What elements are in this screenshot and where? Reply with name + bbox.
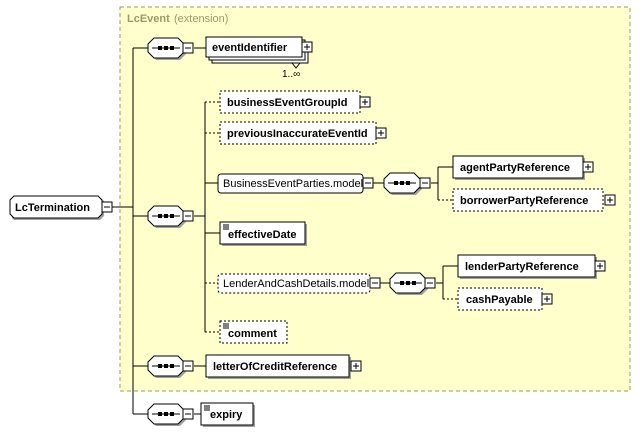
lender-and-cash-details-model-label: LenderAndCashDetails.model	[223, 278, 369, 290]
root-element[interactable]: LcTermination	[9, 195, 104, 220]
business-event-group-id-expand-icon[interactable]	[359, 96, 371, 108]
element-expiry[interactable]: expiry	[200, 402, 255, 427]
element-business-event-group-id[interactable]: businessEventGroupId	[219, 90, 361, 114]
sequence-1-collapse-icon[interactable]	[182, 42, 194, 54]
sequence-4-collapse-icon[interactable]	[182, 408, 194, 420]
business-event-group-id-label: businessEventGroupId	[227, 97, 347, 109]
element-lender-party-reference[interactable]: lenderPartyReference	[457, 254, 597, 279]
expiry-label: expiry	[210, 409, 243, 421]
business-event-parties-model-label: BusinessEventParties.model	[223, 178, 363, 190]
effective-date-label: effectiveDate	[228, 229, 296, 241]
event-identifier-cardinality: 1..∞	[282, 69, 300, 80]
sequence-compositor-6[interactable]	[389, 272, 429, 296]
cash-payable-expand-icon[interactable]	[541, 293, 553, 305]
comment-label: comment	[228, 328, 277, 340]
previous-inaccurate-event-id-expand-icon[interactable]	[375, 127, 387, 139]
element-event-identifier[interactable]: eventIdentifier	[205, 36, 309, 64]
letter-of-credit-reference-label: letterOfCreditReference	[213, 361, 337, 373]
main-connectors	[112, 47, 458, 415]
sequence-2-collapse-icon[interactable]	[182, 210, 194, 222]
element-previous-inaccurate-event-id[interactable]: previousInaccurateEventId	[219, 121, 377, 145]
group-lender-and-cash-details-model[interactable]: LenderAndCashDetails.model	[217, 273, 371, 294]
group-business-event-parties-model[interactable]: BusinessEventParties.model	[217, 173, 364, 194]
element-effective-date[interactable]: effectiveDate	[219, 221, 307, 246]
agent-party-reference-label: agentPartyReference	[460, 162, 570, 174]
sequence-3-collapse-icon[interactable]	[182, 360, 194, 372]
sequence-compositor-3[interactable]	[147, 355, 187, 379]
element-letter-of-credit-reference[interactable]: letterOfCreditReference	[205, 354, 351, 379]
root-collapse-icon[interactable]	[101, 201, 113, 213]
element-comment[interactable]: comment	[219, 320, 288, 344]
sequence-compositor-4[interactable]	[147, 403, 187, 427]
business-event-parties-collapse-icon[interactable]	[362, 177, 374, 189]
letter-of-credit-reference-expand-icon[interactable]	[350, 360, 362, 372]
borrower-party-reference-label: borrowerPartyReference	[460, 195, 588, 207]
sequence-compositor-2[interactable]	[147, 205, 187, 229]
element-agent-party-reference[interactable]: agentPartyReference	[452, 155, 585, 180]
lender-and-cash-details-collapse-icon[interactable]	[369, 277, 381, 289]
sequence-6-collapse-icon[interactable]	[424, 277, 436, 289]
sequence-compositor-5[interactable]	[383, 172, 423, 196]
previous-inaccurate-event-id-label: previousInaccurateEventId	[227, 128, 368, 140]
extension-subtitle: (extension)	[174, 13, 228, 25]
element-borrower-party-reference[interactable]: borrowerPartyReference	[452, 188, 604, 212]
extension-title: LcEvent	[127, 13, 170, 25]
agent-party-reference-expand-icon[interactable]	[582, 161, 594, 173]
lender-party-reference-expand-icon[interactable]	[594, 260, 606, 272]
sequence-compositor-1[interactable]	[147, 37, 187, 61]
lender-party-reference-label: lenderPartyReference	[465, 261, 579, 273]
element-cash-payable[interactable]: cashPayable	[457, 287, 543, 311]
borrower-party-reference-expand-icon[interactable]	[604, 194, 616, 206]
event-identifier-label: eventIdentifier	[212, 42, 288, 54]
sequence-5-collapse-icon[interactable]	[419, 177, 431, 189]
root-label: LcTermination	[15, 202, 90, 214]
cash-payable-label: cashPayable	[466, 294, 533, 306]
cardinality-marker	[291, 62, 301, 69]
event-identifier-expand-icon[interactable]	[301, 41, 313, 53]
